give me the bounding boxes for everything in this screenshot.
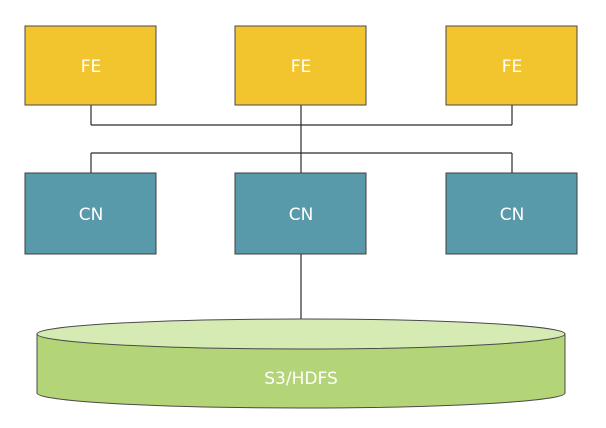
cn-node: CN [445,172,578,255]
fe-node: FE [24,25,157,106]
fe-node: FE [445,25,578,106]
cn-node-label: CN [289,205,314,225]
fe-node-label: FE [291,57,312,77]
storage-cylinder-top [36,318,566,350]
storage-cylinder-body [36,333,566,409]
fe-node-box [24,25,157,106]
storage-cylinder: S3/HDFS [36,318,566,409]
cn-node-box [445,172,578,255]
connectors [90,105,513,322]
fe-node-box [445,25,578,106]
fe-node-box [234,25,367,106]
cn-node-box [24,172,157,255]
fe-node-label: FE [81,57,102,77]
cn-node: CN [24,172,157,255]
cn-node-label: CN [79,205,104,225]
cn-node: CN [234,172,367,255]
storage-label: S3/HDFS [264,369,337,389]
cn-node-label: CN [500,205,525,225]
cn-node-box [234,172,367,255]
fe-node-label: FE [502,57,523,77]
fe-node: FE [234,25,367,106]
